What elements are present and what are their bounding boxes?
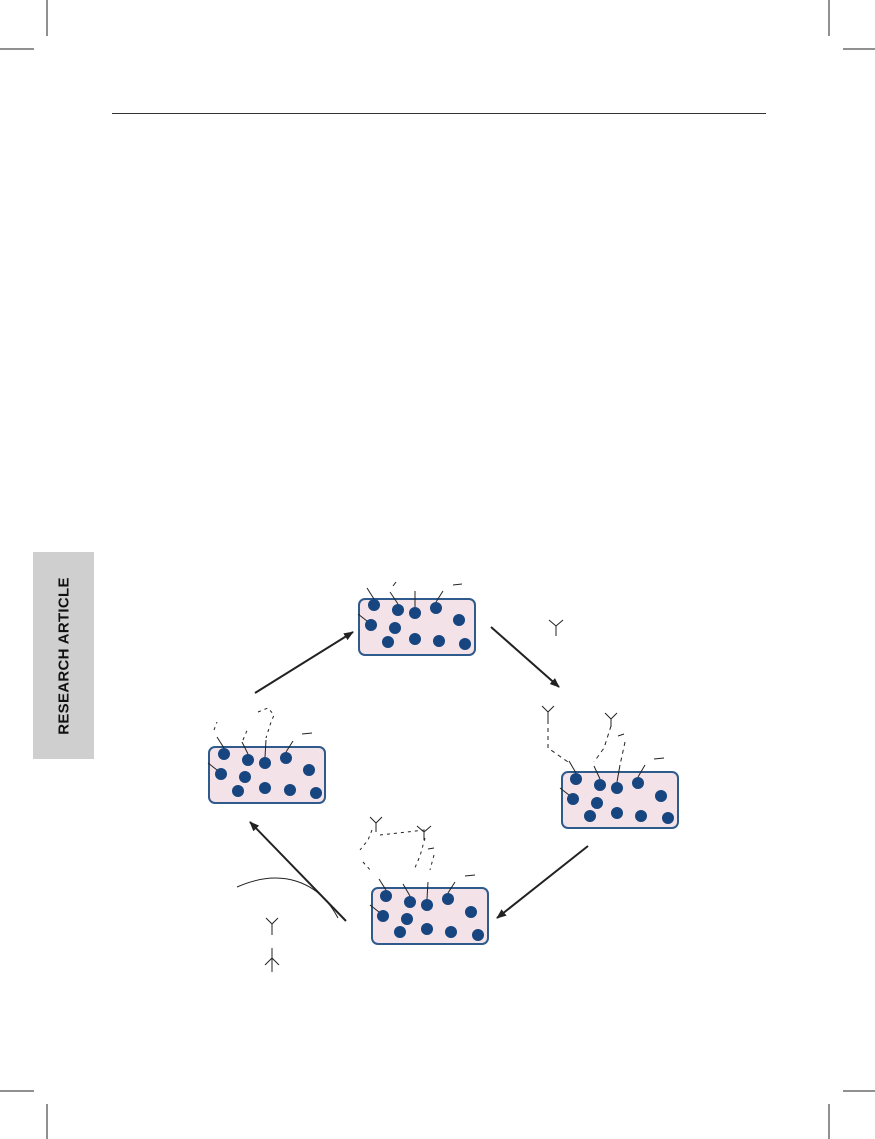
- cell-left-dots: [215, 748, 322, 799]
- cell-top: [357, 581, 476, 656]
- cell-right-dots: [567, 773, 674, 824]
- cell-left-tethers: [207, 732, 313, 771]
- cell-bottom-dots: [377, 890, 484, 941]
- cell-right: [541, 705, 679, 829]
- cell-top-dots: [365, 599, 471, 650]
- cell-top-tethers: [357, 581, 463, 622]
- cell-bottom-tethers: [369, 874, 476, 913]
- cell-bottom: [359, 816, 489, 945]
- cell-right-dashed-links: [547, 720, 626, 766]
- y-shaped-antibody-icon: [369, 816, 435, 850]
- cell-right-tethers: [559, 757, 665, 796]
- cell-left-dashed-links: [213, 707, 275, 741]
- y-shaped-antibody-icon: [541, 705, 625, 737]
- cell-bottom-dashed-links: [359, 829, 435, 873]
- section-tab: RESEARCH ARTICLE: [33, 552, 94, 759]
- header-rule: [112, 113, 766, 114]
- cell-left: [207, 707, 326, 804]
- y-shaped-antibody-icon: [236, 619, 564, 972]
